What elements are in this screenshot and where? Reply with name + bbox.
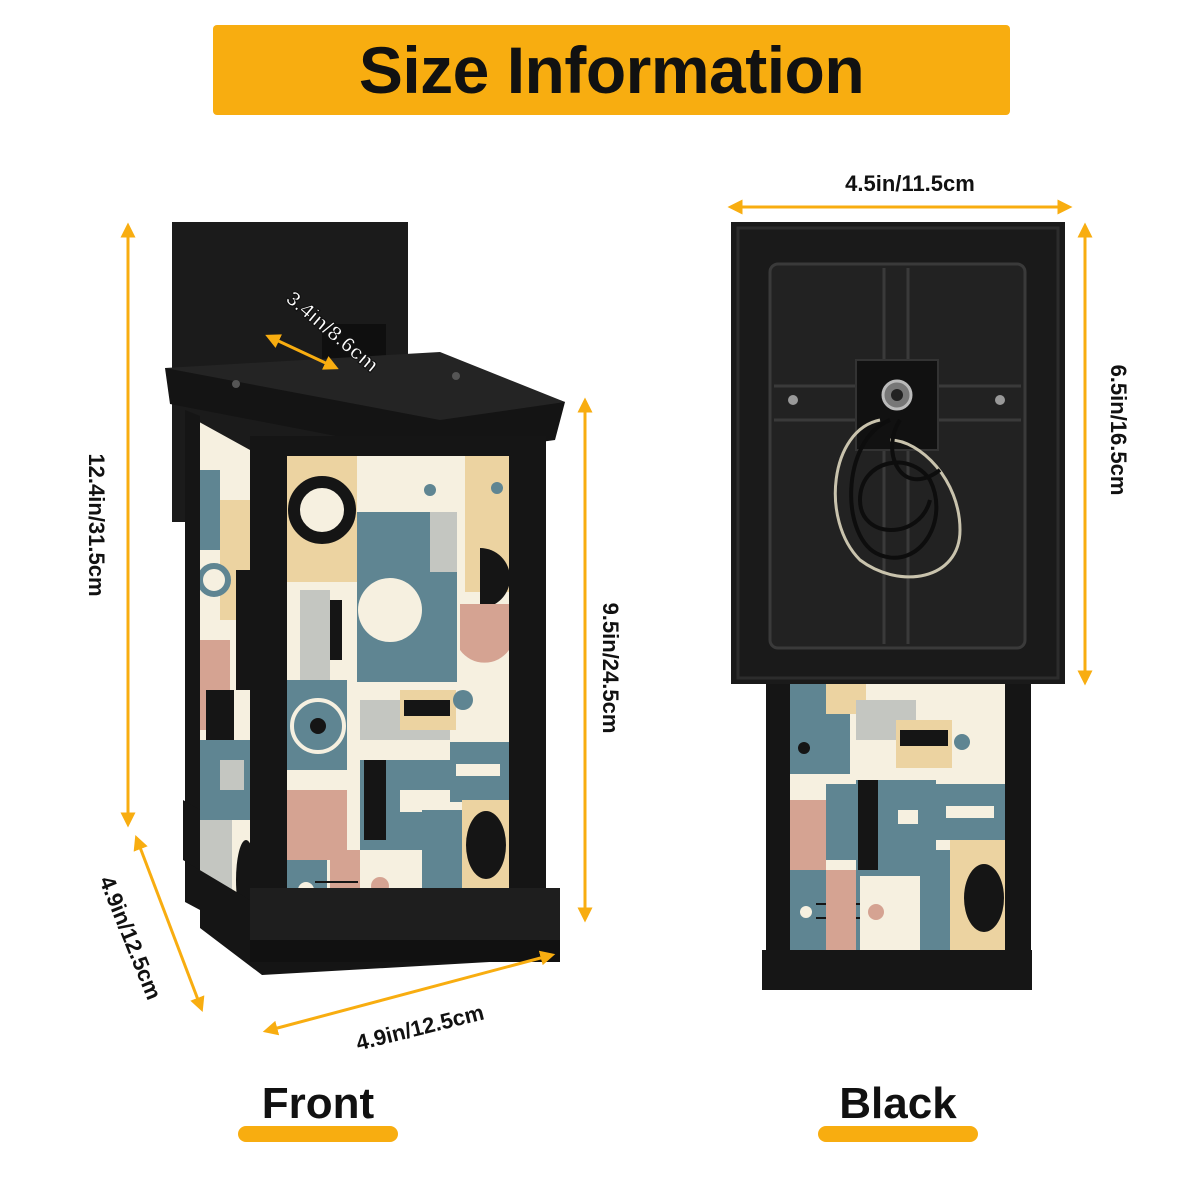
screw (995, 395, 1005, 405)
frame-post (250, 436, 287, 956)
front-panel-pattern (287, 452, 509, 944)
front-dimension-arrows (120, 222, 593, 1036)
screw (452, 372, 460, 380)
back-caption-text: Black (839, 1079, 957, 1128)
depth-arrow (133, 834, 205, 1013)
front-lantern (165, 222, 565, 975)
front-caption: Front (238, 1082, 398, 1142)
back-width-label: 4.5in/11.5cm (845, 171, 975, 196)
title-banner: Size Information (213, 25, 1010, 115)
front-caption-underline (238, 1126, 398, 1142)
screw (788, 395, 798, 405)
frame-post (185, 410, 200, 910)
screw (232, 380, 240, 388)
frame-post (509, 436, 546, 956)
back-panel-pattern (790, 684, 1005, 958)
back-caption: Black (818, 1082, 978, 1142)
front-caption-text: Front (261, 1079, 375, 1128)
front-shade-height-label: 9.5in/24.5cm (598, 602, 623, 734)
back-dimension-arrows (727, 199, 1093, 686)
page-title: Size Information (358, 33, 865, 107)
mounting-recess (768, 262, 1027, 650)
side-panel-pattern (192, 418, 250, 940)
back-base (762, 950, 1032, 990)
back-plate-height-label: 6.5in/16.5cm (1106, 364, 1131, 496)
bracket-depth-arrow (265, 334, 339, 370)
front-height-label: 12.4in/31.5cm (84, 453, 109, 597)
black-wire (849, 418, 939, 560)
back-caption-underline (818, 1126, 978, 1142)
width-arrow (262, 950, 556, 1036)
back-lantern (731, 222, 1065, 990)
